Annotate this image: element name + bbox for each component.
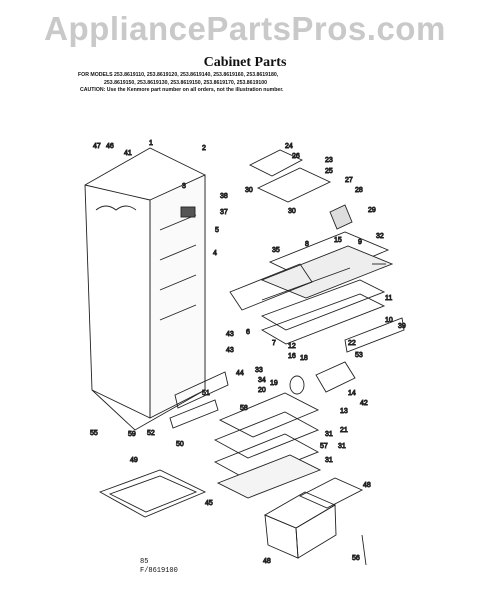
callout-59: 59 <box>128 431 136 438</box>
callout-46: 46 <box>106 143 114 150</box>
callout-labels: 47 46 41 1 2 3 38 37 5 4 24 26 23 25 27 … <box>90 140 407 566</box>
callout-8-upper: 8 <box>305 241 309 248</box>
callout-49: 49 <box>130 457 138 464</box>
callout-41: 41 <box>124 150 132 157</box>
callout-43-lower: 43 <box>226 347 234 354</box>
callout-9: 9 <box>358 239 362 246</box>
callout-16: 16 <box>288 353 296 360</box>
callout-32: 32 <box>376 233 384 240</box>
diagram-footer: 85 F/8619100 <box>140 558 178 575</box>
callout-38: 38 <box>220 193 228 200</box>
callout-24: 24 <box>285 143 293 150</box>
model-line-2: 253.8619150, 253.8619130, 253.8619150, 2… <box>104 79 267 86</box>
callout-48-upper: 48 <box>363 482 371 489</box>
callout-35: 35 <box>272 247 280 254</box>
callout-10: 10 <box>385 317 393 324</box>
callout-26: 26 <box>292 153 300 160</box>
callout-28: 28 <box>355 187 363 194</box>
callout-52: 52 <box>147 430 155 437</box>
callout-25: 25 <box>325 168 333 175</box>
callout-27: 27 <box>345 177 353 184</box>
callout-1: 1 <box>149 140 153 147</box>
caution-line: CAUTION: Use the Kenmore part number on … <box>80 87 284 94</box>
callout-39: 39 <box>398 323 406 330</box>
callout-22: 22 <box>348 340 356 347</box>
callout-33: 33 <box>255 367 263 374</box>
callout-48-lower: 48 <box>263 558 271 565</box>
callout-31-upper: 31 <box>325 431 333 438</box>
callout-43-upper: 43 <box>226 331 234 338</box>
callout-53: 53 <box>355 352 363 359</box>
callout-2: 2 <box>202 145 206 152</box>
callout-55: 55 <box>90 430 98 437</box>
callout-21: 21 <box>340 427 348 434</box>
callout-18: 18 <box>300 355 308 362</box>
callout-57: 57 <box>320 443 328 450</box>
callout-47: 47 <box>93 143 101 150</box>
callout-31-lower: 31 <box>325 457 333 464</box>
callout-19: 19 <box>270 380 278 387</box>
callout-31-side: 31 <box>338 443 346 450</box>
callout-15: 15 <box>334 237 342 244</box>
callout-23: 23 <box>325 157 333 164</box>
callout-4: 4 <box>213 250 217 257</box>
footer-page-number: 85 <box>140 558 149 566</box>
callout-56: 56 <box>352 555 360 562</box>
callout-37: 37 <box>220 209 228 216</box>
callout-34: 34 <box>258 377 266 384</box>
callout-20: 20 <box>258 387 266 394</box>
callout-45: 45 <box>205 500 213 507</box>
callout-30a: 30 <box>245 187 253 194</box>
callout-50: 50 <box>176 441 184 448</box>
callout-30b: 30 <box>288 208 296 215</box>
callout-44: 44 <box>236 370 244 377</box>
callout-7: 7 <box>272 340 276 347</box>
callout-29: 29 <box>368 207 376 214</box>
freezer-components <box>229 149 405 395</box>
callout-13: 13 <box>340 408 348 415</box>
cabinet-body <box>84 147 206 431</box>
callout-58: 58 <box>240 405 248 412</box>
diagram-title: Cabinet Parts <box>203 55 287 70</box>
watermark: AppliancePartsPros.com <box>44 10 446 47</box>
callout-11: 11 <box>385 295 392 302</box>
model-list: FOR MODELS 253.8619110, 253.8619120, 253… <box>78 72 408 95</box>
callout-14: 14 <box>348 390 356 397</box>
callout-51: 51 <box>202 390 210 397</box>
crisper-components <box>98 371 367 566</box>
model-line-1: FOR MODELS 253.8619110, 253.8619120, 253… <box>78 72 279 78</box>
callout-42: 42 <box>360 400 368 407</box>
callout-12-upper: 12 <box>288 343 296 350</box>
footer-figure-code: F/8619100 <box>140 566 178 575</box>
callout-6: 6 <box>246 329 250 336</box>
callout-5: 5 <box>215 227 219 234</box>
callout-3: 3 <box>182 183 186 190</box>
